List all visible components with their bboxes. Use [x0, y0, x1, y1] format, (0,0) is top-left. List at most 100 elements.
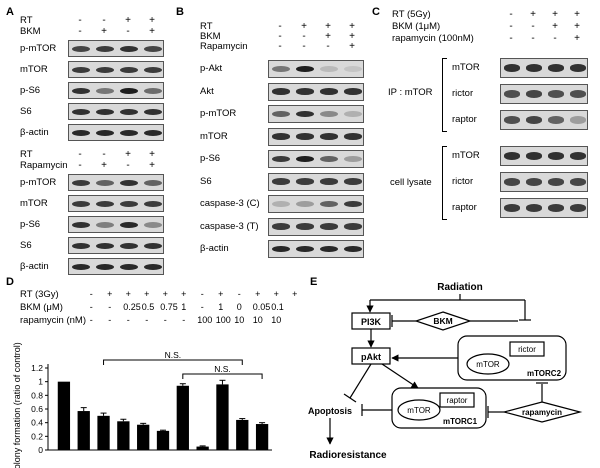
panel-b-blot-label: caspase-3 (T) — [200, 220, 259, 232]
panel-c-ip-blot — [500, 58, 588, 78]
blot-band — [319, 110, 339, 118]
panel-a-lower-blot-label: p-S6 — [20, 218, 41, 230]
blot-band — [71, 66, 91, 73]
panel-a-lower-blot — [68, 258, 164, 275]
bar — [156, 430, 170, 450]
panel-c-lysate-blot-label: rictor — [452, 176, 474, 187]
panel-a-upper-condition-value: + — [149, 26, 155, 37]
panel-a-lower-blot-label: mTOR — [20, 197, 48, 209]
panel-c-condition-value: - — [553, 33, 557, 44]
panel-d-condition-value: - — [145, 315, 149, 325]
panel-c-condition-value: + — [552, 9, 558, 20]
mtorc1-mtor-label: mTOR — [407, 406, 431, 415]
panel-b-blot — [268, 240, 364, 258]
panel-c-condition-value: - — [509, 21, 513, 32]
panel-b-condition-value: - — [302, 41, 306, 52]
panel-a-upper-condition-value: + — [101, 26, 107, 37]
blot-band — [319, 223, 339, 230]
blot-band — [143, 221, 163, 228]
panel-d-condition-value: + — [255, 289, 261, 299]
panel-a-upper-blot-label: p-S6 — [20, 84, 41, 96]
blot-band — [525, 64, 543, 72]
blot-band — [343, 178, 363, 185]
panel-b-blot — [268, 60, 364, 78]
panel-a-lower-condition-label: RT — [20, 149, 33, 160]
panel-d-condition-value: + — [162, 289, 168, 299]
panel-c-ip-blot — [500, 110, 588, 130]
rapamycin-label: rapamycin — [522, 408, 562, 417]
panel-a-lower-blot — [68, 174, 164, 191]
blot-band — [295, 200, 315, 208]
panel-b-blot-label: p-mTOR — [200, 108, 237, 119]
blot-band — [119, 66, 139, 73]
panel-b-blot — [268, 105, 364, 123]
panel-a-upper-blot-label: S6 — [20, 105, 32, 117]
significance-label: N.S. — [214, 364, 231, 374]
y-tick-label: 0.4 — [31, 418, 43, 428]
panel-b-condition-value: + — [349, 41, 355, 52]
blot-band — [547, 116, 565, 124]
y-tick-label: 1 — [38, 377, 43, 387]
panel-d-condition-value: 10 — [234, 315, 245, 325]
blot-band — [143, 129, 163, 136]
bar — [57, 381, 71, 450]
blot-band — [503, 90, 521, 98]
panel-c-condition-value: + — [574, 21, 580, 32]
blot-band — [569, 152, 587, 160]
panel-d-condition-value: - — [182, 315, 186, 325]
blot-band — [71, 87, 91, 94]
blot-band — [503, 152, 521, 160]
blot-band — [525, 152, 543, 160]
blot-band — [95, 108, 115, 115]
blot-band — [119, 87, 139, 94]
panel-a-upper-condition-value: - — [78, 26, 82, 37]
panel-letter-d: D — [6, 276, 14, 288]
panel-b-condition-value: + — [349, 31, 355, 42]
panel-a-upper-condition-label: RT — [20, 15, 33, 26]
panel-a-lower-condition-value: - — [78, 160, 82, 171]
panel-d-condition-value: 1 — [181, 302, 187, 312]
panel-a-lower-condition-value: - — [78, 149, 82, 160]
panel-a-upper-condition-value: - — [102, 15, 106, 26]
pakt-label: pAkt — [361, 352, 381, 362]
panel-a-upper-condition-value: + — [149, 15, 155, 26]
panel-c-ip-label: IP : mTOR — [388, 87, 433, 98]
blot-band — [343, 88, 363, 95]
blot-band — [119, 108, 139, 115]
panel-c-lysate-bracket — [442, 146, 447, 220]
blot-band — [95, 263, 115, 270]
blot-band — [71, 108, 91, 115]
blot-band — [319, 155, 339, 163]
panel-b-condition-value: - — [278, 41, 282, 52]
panel-c-ip-blot-label: rictor — [452, 88, 474, 99]
panel-a-upper-blot — [68, 82, 164, 99]
blot-band — [319, 245, 339, 253]
blot-band — [271, 88, 291, 95]
blot-band — [503, 64, 521, 72]
radioresistance-label: Radioresistance — [309, 450, 387, 461]
panel-c-condition-value: - — [531, 33, 535, 44]
panel-c-ip-bracket — [442, 58, 447, 132]
blot-band — [95, 45, 115, 52]
panel-b-condition-label: BKM — [200, 31, 221, 42]
panel-a-lower-blot-label: β-actin — [20, 260, 49, 272]
panel-d-condition-value: + — [292, 289, 298, 299]
blot-band — [525, 178, 543, 186]
blot-band — [271, 178, 291, 185]
blot-band — [569, 178, 587, 186]
panel-letter-b: B — [176, 6, 184, 18]
panel-d-condition-value: - — [108, 302, 112, 312]
panel-d-condition-value: + — [107, 289, 113, 299]
blot-band — [71, 200, 91, 207]
blot-band — [503, 178, 521, 186]
panel-a-upper-blot-label: mTOR — [20, 63, 48, 75]
panel-d-condition-value: 0 — [236, 302, 242, 312]
y-axis-label: Colony formation (ratio of control) — [12, 342, 22, 468]
panel-d-condition-value: 10 — [271, 315, 282, 325]
panel-c-lysate-blot-label: raptor — [452, 202, 477, 213]
panel-b-blot-label: Akt — [200, 85, 214, 97]
panel-c-lysate-blot — [500, 172, 588, 192]
radiation-label: Radiation — [437, 282, 483, 293]
blot-band — [95, 66, 115, 73]
blot-band — [119, 179, 139, 186]
